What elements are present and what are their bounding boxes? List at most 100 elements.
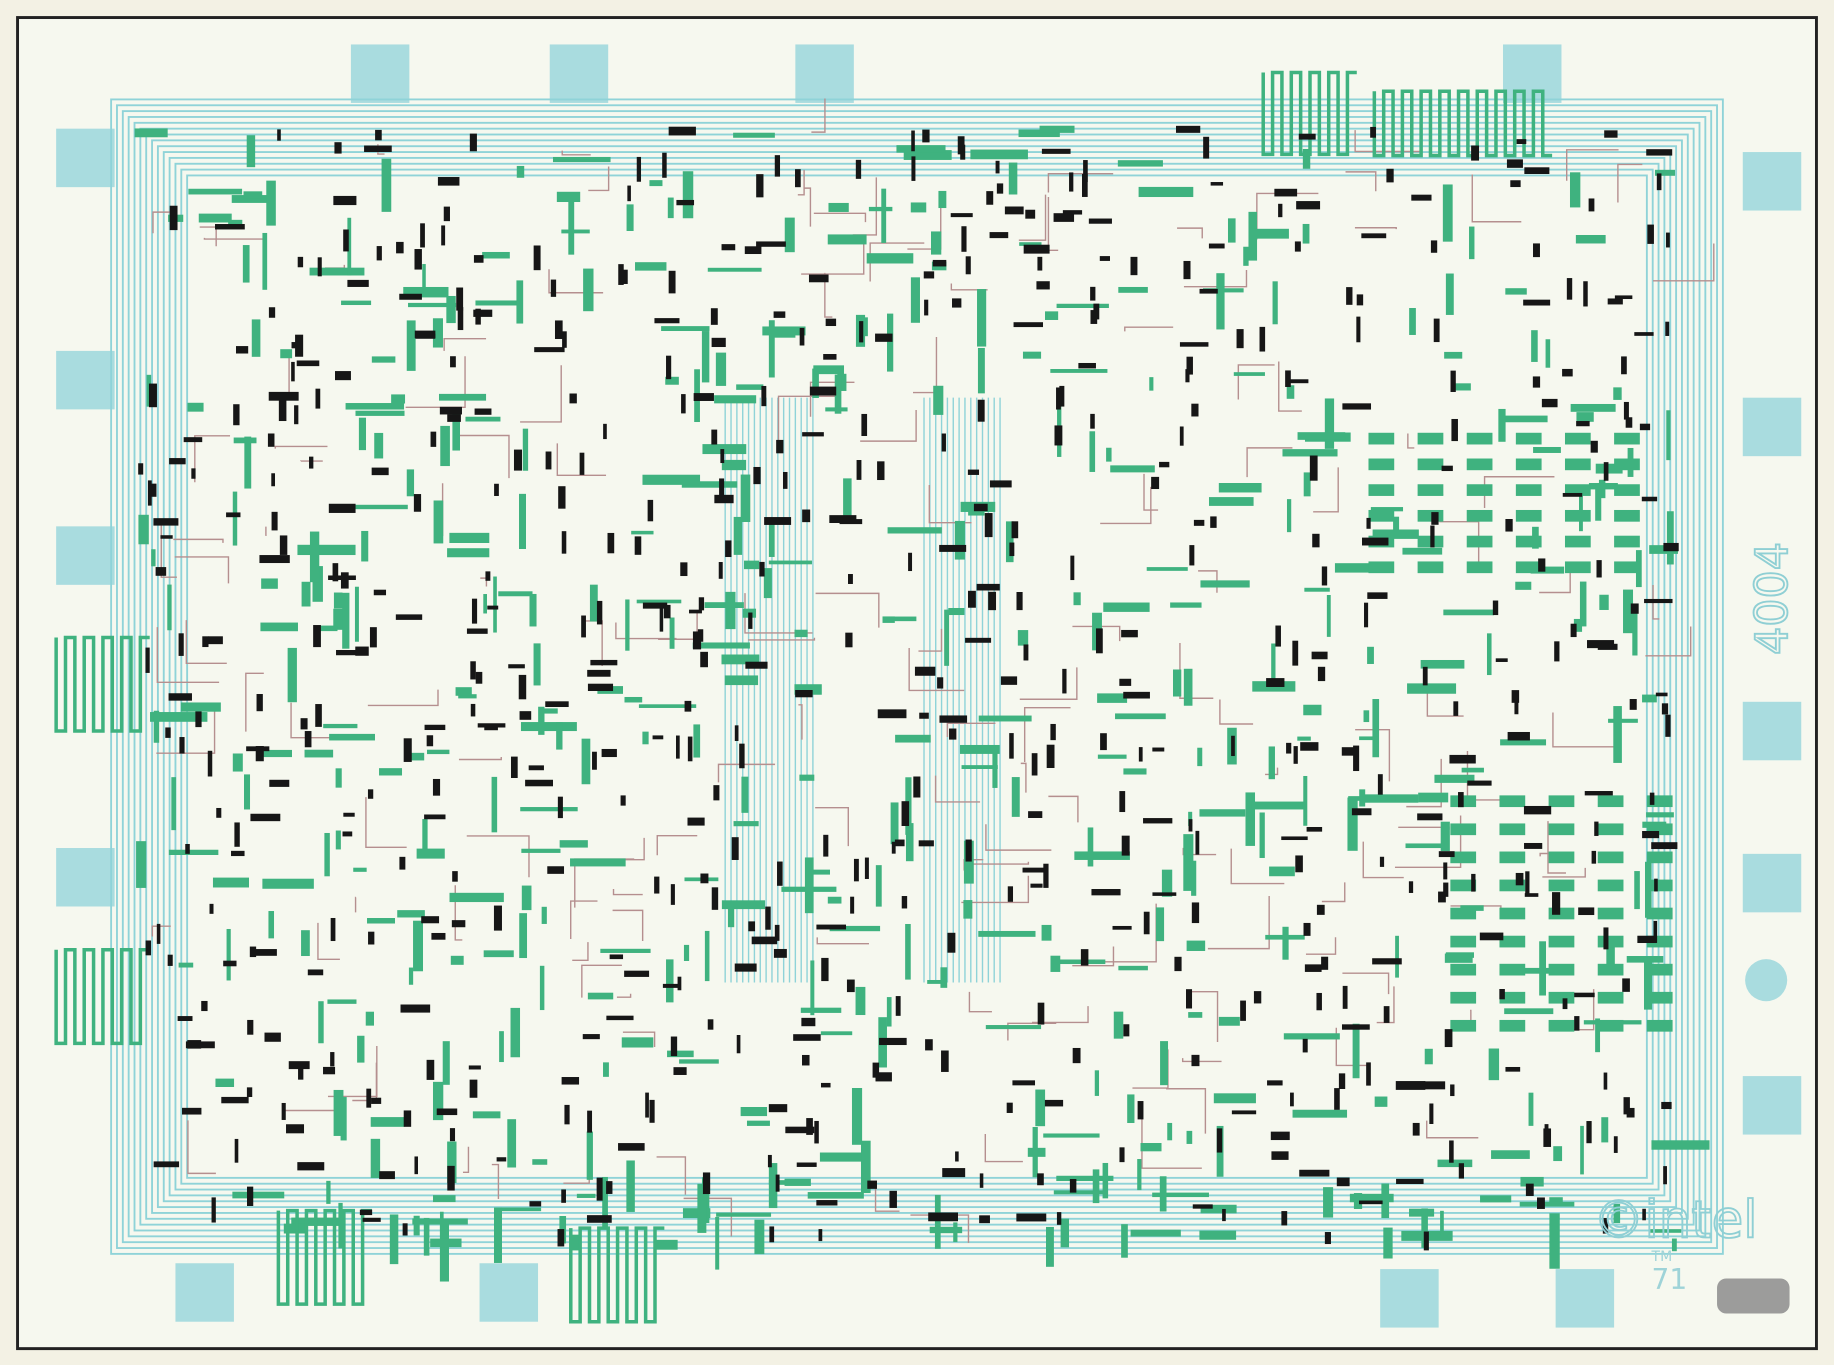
poly-trace [454,885,463,941]
diffusion-block [768,320,775,378]
contact-block [414,330,436,339]
diffusion-block [1599,594,1609,610]
contact-block [765,906,771,930]
contact-block [562,331,567,348]
diffusion-block [180,702,221,712]
diffusion-block [188,188,243,195]
diffusion-block [741,776,749,813]
contact-block [534,347,565,353]
serpentine-resistor [54,948,150,1046]
contact-block [1361,233,1387,239]
diffusion-block [342,592,350,649]
contact-block [1138,747,1143,762]
diffusion-block [1424,1048,1433,1065]
contact-block [676,199,695,206]
diffusion-block [136,841,147,888]
diffusion-block [349,504,408,510]
diffusion-block [669,617,675,649]
diffusion-block [868,206,893,212]
contact-block [965,637,992,643]
diffusion-block [1146,567,1188,571]
diffusion-block [837,373,847,391]
contact-block [470,703,476,717]
diffusion-block [1283,1033,1340,1040]
diffusion-block [335,768,342,788]
contact-block [989,232,1009,239]
metal-ring [133,121,1701,1232]
diffusion-block [827,896,842,904]
contact-block [1044,1099,1064,1107]
contact-block [967,590,976,608]
contact-block [795,690,813,698]
contact-block [167,954,173,966]
contact-block [901,896,908,909]
contact-block [825,318,837,327]
diffusion-block [1580,1125,1584,1175]
diffusion-block [1292,1109,1348,1118]
bonding-pad [479,1263,539,1322]
contact-block [1366,517,1371,529]
diffusion-block [1575,234,1606,244]
diffusion-block [583,268,594,312]
contact-block [914,666,936,676]
contact-block [720,449,725,464]
contact-block [1080,949,1089,966]
memory-cell [1368,509,1395,522]
diffusion-block [358,417,367,451]
contact-block [711,887,719,910]
diffusion-block [721,459,747,471]
contact-block [1431,512,1439,525]
diffusion-block [679,1059,719,1064]
diffusion-block [1420,659,1465,669]
contact-block [487,605,499,610]
contact-block [334,142,342,154]
diffusion-block [1208,497,1254,506]
poly-trace [965,861,1030,865]
diffusion-block [927,979,945,984]
diffusion-block [940,967,948,988]
contact-block [1450,370,1456,392]
contact-block [207,750,213,777]
contact-block [739,743,745,769]
diffusion-block [1445,273,1454,315]
contact-block [823,834,829,857]
contact-block [347,279,369,287]
diffusion-block [1573,618,1583,632]
poly-trace [968,991,992,1013]
diffusion-block [1286,499,1292,533]
diffusion-block [329,733,375,741]
diffusion-block [1570,403,1616,412]
diffusion-block [482,251,510,259]
contact-block [587,669,611,677]
diffusion-block [692,642,750,649]
contact-block [1637,935,1657,944]
diffusion-block [1654,169,1676,176]
contact-block [1505,519,1513,532]
contact-block [1614,295,1633,300]
contact-block [820,1082,831,1088]
poly-trace [491,1163,500,1199]
diffusion-block [465,416,501,422]
contact-block [202,636,209,648]
contact-block [976,583,1000,591]
diffusion-block [432,318,443,348]
poly-trace [815,592,880,628]
contact-block [877,461,885,481]
diffusion-block [1395,935,1399,978]
contact-block [271,511,278,531]
memory-cell [1548,879,1575,892]
contact-block [795,169,801,188]
poly-trace [1237,364,1275,400]
poly-trace [612,888,643,896]
diffusion-block [559,840,588,848]
contact-block [806,1118,813,1135]
diffusion-block [587,992,614,1000]
contact-block [1231,735,1235,757]
contact-block [1316,904,1325,915]
diffusion-block [370,1138,381,1178]
diffusion-block [1041,924,1052,941]
contact-block [1119,678,1132,686]
contact-block [979,1173,984,1188]
diffusion-block [134,128,168,138]
contact-block [259,555,290,564]
